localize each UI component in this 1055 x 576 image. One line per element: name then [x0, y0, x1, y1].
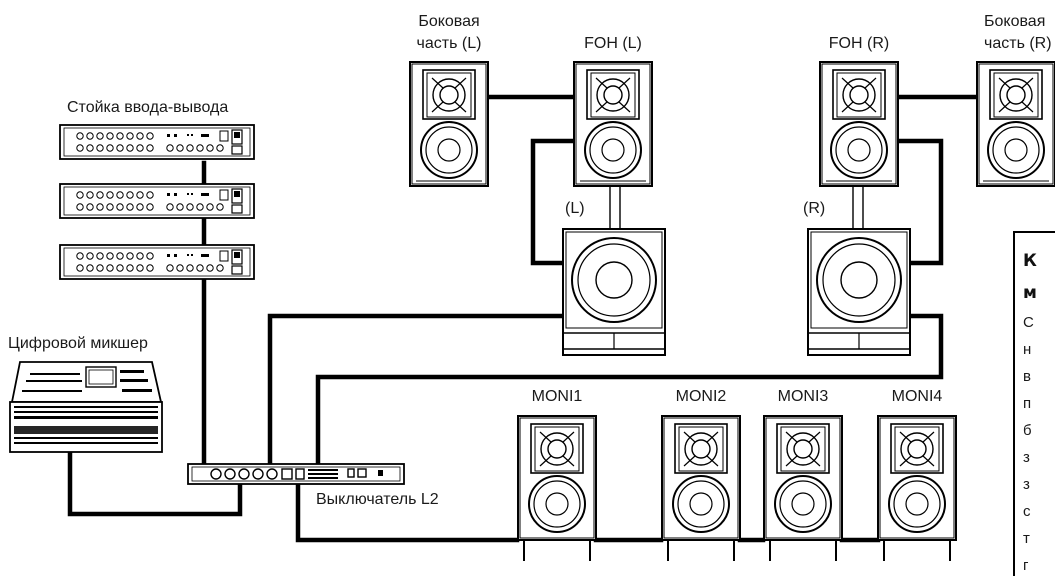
foh-right-speaker [819, 61, 899, 187]
moni1-label: MONI1 [532, 388, 583, 405]
foh-right-label: FOH (R) [829, 35, 889, 52]
note-body-line: з [1023, 476, 1030, 493]
network-diagram: Боковая часть (L) FOH (L) FOH (R) Бокова… [8, 13, 1055, 561]
foh-left-speaker [573, 61, 653, 187]
note-body-line: з [1023, 449, 1030, 466]
io-rack-unit-3 [59, 244, 255, 280]
note-body-line: в [1023, 368, 1031, 385]
note-body-line: п [1023, 395, 1032, 412]
side-right-speaker [976, 61, 1055, 187]
moni4-label: MONI4 [892, 388, 943, 405]
l2-switch [187, 463, 405, 485]
side-left-label-line1: Боковая [418, 13, 479, 30]
side-right-label-line2: часть (R) [984, 35, 1052, 52]
note-body-line: С [1023, 314, 1034, 331]
monitor-2-speaker [661, 415, 741, 561]
side-right-label-line1: Боковая [984, 13, 1045, 30]
note-body-line: т [1023, 530, 1030, 547]
note-body-line: н [1023, 341, 1032, 358]
monitor-3-speaker [763, 415, 843, 561]
moni2-label: MONI2 [676, 388, 727, 405]
note-box: К м С н в п б з з с т г [1013, 231, 1055, 576]
digital-mixer-label: Цифровой микшер [8, 335, 148, 352]
subwoofer-right [807, 228, 911, 356]
note-body-line: б [1023, 422, 1032, 439]
monitor-4-speaker [877, 415, 957, 561]
note-body: С н в п б з з с т г [1023, 309, 1055, 576]
side-left-label-line2: часть (L) [417, 35, 482, 52]
note-title-line: К [1023, 251, 1037, 271]
note-title-line: м [1023, 283, 1037, 303]
sub-left-label: (L) [565, 200, 585, 217]
subwoofer-left [562, 228, 666, 356]
io-rack-unit-1 [59, 124, 255, 160]
side-left-speaker [409, 61, 489, 187]
moni3-label: MONI3 [778, 388, 829, 405]
monitor-1-speaker [517, 415, 597, 561]
note-title: К м [1023, 245, 1055, 309]
io-rack-label: Стойка ввода-вывода [67, 99, 228, 116]
io-rack-unit-2 [59, 183, 255, 219]
l2-switch-label: Выключатель L2 [316, 491, 439, 508]
sub-right-label: (R) [803, 200, 825, 217]
note-body-line: г [1023, 557, 1029, 574]
foh-left-label: FOH (L) [584, 35, 642, 52]
note-body-line: с [1023, 503, 1031, 520]
digital-mixer [9, 361, 163, 453]
